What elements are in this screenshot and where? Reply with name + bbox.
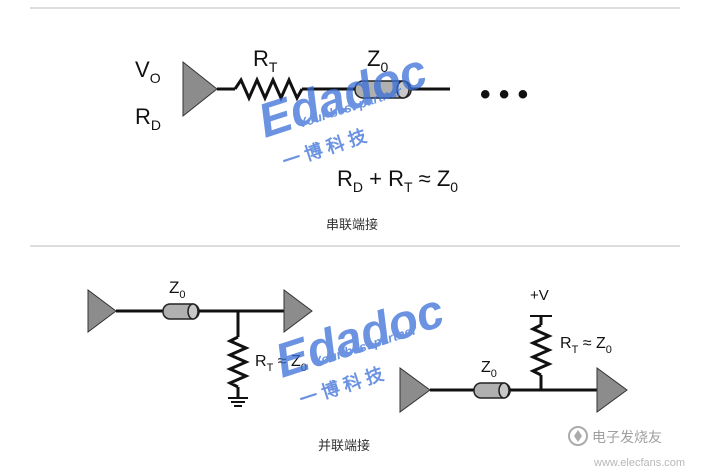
line-impedance-label: Z0: [481, 359, 497, 380]
line-impedance-label: Z0: [367, 46, 388, 75]
shunt-resistor-icon: [226, 335, 250, 389]
corner-logo: 电子发烧友 www.elecfans.com: [568, 426, 685, 469]
logo-text: 电子发烧友: [592, 430, 662, 446]
ground-icon: [228, 397, 248, 407]
parallel-termination-left: Z0 RT ≈ Z0: [87, 278, 313, 407]
term-resistor-label: RT: [253, 46, 278, 75]
term-resistor-label: RT ≈ Z0: [560, 335, 612, 356]
logo-url: www.elecfans.com: [593, 457, 685, 469]
line-impedance-label: Z0: [169, 278, 186, 301]
driver-buffer-icon: [182, 60, 218, 118]
receiver-buffer-icon: [596, 367, 628, 413]
driver-buffer-icon: [399, 367, 431, 413]
parallel-caption: 并联端接: [318, 438, 370, 454]
continuation-dots: • • •: [480, 78, 528, 111]
receiver-buffer-icon: [283, 289, 313, 333]
source-voltage-label: VO: [135, 57, 161, 86]
driver-buffer-icon: [87, 289, 117, 333]
supply-label: +V: [530, 287, 549, 304]
series-termination-diagram: VO RD RT Z0 • • • RD + RT ≈ Z0 串联端接: [135, 46, 528, 233]
watermark-top: Edadoc Your best partner 一 博 科 技: [252, 44, 433, 171]
series-resistor-icon: [233, 76, 304, 102]
parallel-termination-right: +V Z0 RT ≈ Z0: [399, 287, 628, 413]
term-resistor-label: RT ≈ Z0: [255, 353, 307, 374]
logo-circle-icon: [568, 426, 588, 446]
pullup-resistor-icon: [529, 323, 553, 377]
series-equation: RD + RT ≈ Z0: [337, 166, 458, 195]
series-caption: 串联端接: [326, 217, 378, 233]
source-resistance-label: RD: [135, 104, 161, 133]
